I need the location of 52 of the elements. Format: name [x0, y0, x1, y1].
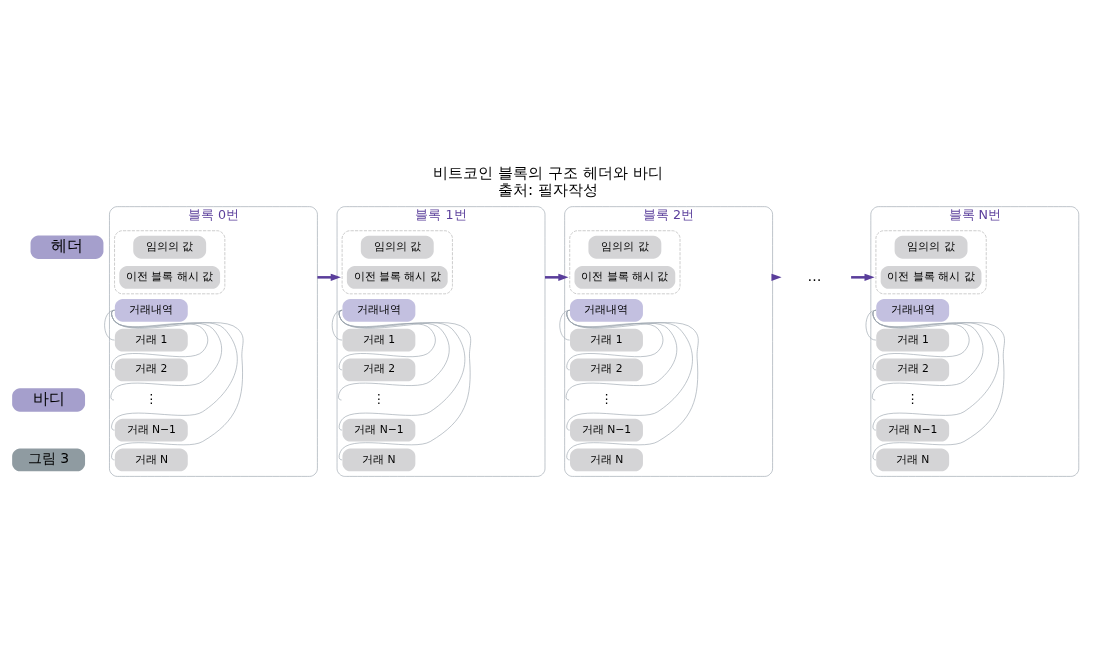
- node-box: 임의의 값: [894, 235, 968, 259]
- node-box: 거래내역: [114, 298, 188, 322]
- node-box: 이전 블록 해시 값: [880, 265, 982, 289]
- node-box: 임의의 값: [133, 235, 207, 259]
- node-box: 임의의 값: [360, 235, 434, 259]
- node-text: ⋮: [372, 391, 386, 407]
- connector: [559, 310, 571, 341]
- node-box: 거래 1: [876, 328, 950, 352]
- node-box: 거래 N: [570, 448, 643, 472]
- node-box: 거래 N: [342, 448, 416, 472]
- node-box: 거래 N: [876, 448, 950, 472]
- node-box: 임의의 값: [588, 235, 662, 259]
- node-box: 거래내역: [876, 298, 950, 322]
- node-box: 이전 블록 해시 값: [574, 265, 676, 289]
- node-box: 거래 2: [114, 358, 188, 382]
- node-box: 거래내역: [570, 298, 643, 322]
- node-text: …: [807, 267, 822, 284]
- node-box: 거래 N−1: [114, 418, 188, 442]
- node-box: 거래내역: [342, 298, 416, 322]
- connector: [872, 310, 1005, 461]
- node-box: 거래 1: [342, 328, 416, 352]
- node-box: 이전 블록 해시 값: [346, 265, 448, 289]
- node-text: ⋮: [144, 391, 158, 407]
- connector: [331, 310, 343, 341]
- cluster: [875, 230, 987, 295]
- node-box: 거래 N: [114, 448, 188, 472]
- cluster: [569, 230, 681, 295]
- cluster: [114, 230, 226, 295]
- node-text: ⋮: [600, 391, 613, 407]
- node-box: 거래 2: [342, 358, 416, 382]
- node-box: 바디: [12, 388, 86, 412]
- node-box: 거래 1: [114, 328, 188, 352]
- caption: 출처: 필자작성: [498, 180, 598, 199]
- node-box: 헤더: [30, 235, 104, 259]
- node-box: 거래 1: [570, 328, 643, 352]
- diagram-title: 비트코인 블록의 구조 헤더와 바디: [433, 164, 663, 183]
- label: 그림 3: [27, 450, 70, 467]
- connector: [338, 310, 471, 461]
- node-box: 이전 블록 해시 값: [119, 265, 221, 289]
- node-box: 거래 N−1: [570, 418, 643, 442]
- node-box: 거래 N−1: [876, 418, 950, 442]
- node-box: 거래 N−1: [342, 418, 416, 442]
- node-box: 거래 2: [876, 358, 950, 382]
- connector: [865, 310, 877, 341]
- cluster: [341, 230, 453, 295]
- arrow: [545, 273, 569, 281]
- arrow: [851, 273, 875, 281]
- arrow: [317, 273, 341, 281]
- connector: [104, 310, 115, 341]
- node-text: ⋮: [906, 391, 920, 407]
- node-box: 거래 2: [570, 358, 643, 382]
- connector: [566, 310, 699, 461]
